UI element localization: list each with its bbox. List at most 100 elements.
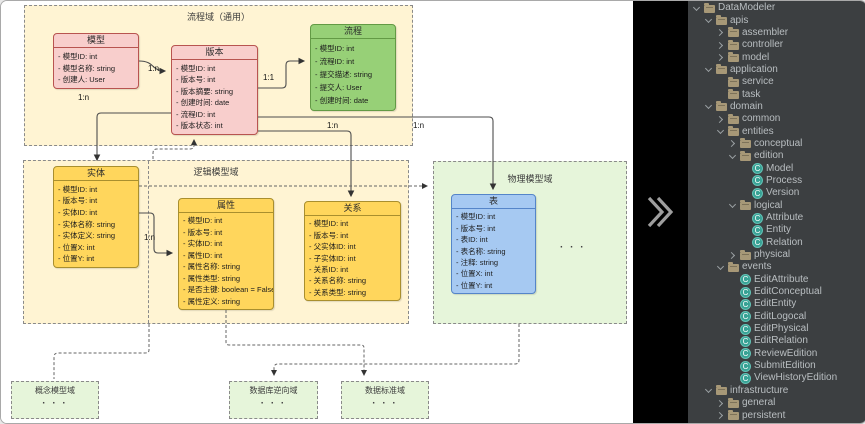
chevron-right-icon[interactable] bbox=[716, 115, 725, 124]
entity-attrs: - 模型ID: int- 版本号: int- 实体ID: int- 实体名称: … bbox=[54, 181, 138, 267]
entity-box-relation[interactable]: 关系 - 模型ID: int- 版本号: int- 父实体ID: int- 子实… bbox=[304, 201, 401, 301]
entity-attr: - 属性类型: string bbox=[183, 273, 241, 283]
entity-box-model[interactable]: 模型 - 模型ID: int- 模型名称: string- 创建人: User bbox=[53, 33, 139, 89]
chevron-right-icon[interactable] bbox=[728, 251, 737, 260]
chevron-down-icon[interactable] bbox=[728, 152, 737, 161]
chevron-right-icon[interactable] bbox=[716, 411, 725, 420]
folder-icon bbox=[728, 89, 739, 100]
tree-item-label: controller bbox=[742, 39, 784, 51]
chevron-spacer bbox=[740, 214, 749, 223]
tree-row[interactable]: general bbox=[688, 397, 865, 409]
chevron-down-icon[interactable] bbox=[704, 65, 713, 74]
entity-title: 版本 bbox=[172, 46, 257, 60]
chevron-spacer bbox=[728, 325, 737, 334]
tree-row[interactable]: events bbox=[688, 261, 865, 273]
chevron-down-icon[interactable] bbox=[704, 386, 713, 395]
chevron-right-icon[interactable] bbox=[716, 41, 725, 50]
tree-row[interactable]: domain bbox=[688, 101, 865, 113]
chevron-down-icon[interactable] bbox=[716, 127, 725, 136]
tree-item-label: service bbox=[742, 76, 774, 88]
chevron-spacer bbox=[728, 312, 737, 321]
entity-box-version[interactable]: 版本 - 模型ID: int- 版本号: int- 版本摘要: string- … bbox=[171, 45, 258, 135]
tree-row[interactable]: entities bbox=[688, 125, 865, 137]
edge-label: 1:n bbox=[144, 233, 156, 242]
container-conceptual-domain[interactable]: 概念模型域 · · · bbox=[11, 381, 99, 419]
tree-item-label: general bbox=[742, 397, 776, 409]
folder-icon bbox=[716, 15, 727, 26]
chevron-spacer bbox=[740, 226, 749, 235]
tree-row[interactable]: physical bbox=[688, 249, 865, 261]
entity-box-attribute[interactable]: 属性 - 模型ID: int- 版本号: int- 实体ID: int- 属性I… bbox=[178, 198, 274, 310]
entity-attr: - 实体名称: string bbox=[58, 219, 116, 229]
tree-row[interactable]: conceptual bbox=[688, 138, 865, 150]
chevron-right-icon[interactable] bbox=[716, 28, 725, 37]
chevron-spacer bbox=[740, 189, 749, 198]
tree-row[interactable]: assembler bbox=[688, 27, 865, 39]
tree-row[interactable]: apis bbox=[688, 14, 865, 26]
tree-row[interactable]: DataModeler bbox=[688, 2, 865, 14]
chevron-down-icon[interactable] bbox=[728, 201, 737, 210]
tree-row[interactable]: model bbox=[688, 51, 865, 63]
tree-row[interactable]: logical bbox=[688, 200, 865, 212]
chevron-down-icon[interactable] bbox=[704, 102, 713, 111]
class-icon: C bbox=[752, 237, 763, 249]
edge-label: 1:n bbox=[148, 64, 160, 73]
entity-title: 关系 bbox=[305, 202, 400, 216]
chevron-right-icon[interactable] bbox=[716, 399, 725, 408]
chevron-right-icon[interactable] bbox=[716, 53, 725, 62]
tree-row[interactable]: controller bbox=[688, 39, 865, 51]
entity-box-table[interactable]: 表 - 模型ID: int- 版本号: int- 表ID: int- 表名称: … bbox=[451, 194, 536, 294]
tree-item-label: common bbox=[742, 113, 781, 125]
model-diagram-canvas[interactable]: 流程域（通用） 逻辑模型域 物理模型域 · · · 概念模型域 · · · 数据… bbox=[1, 1, 634, 423]
entity-attr: - 模型ID: int bbox=[309, 219, 349, 229]
chevron-down-icon[interactable] bbox=[716, 263, 725, 272]
chevron-right-icon[interactable] bbox=[728, 139, 737, 148]
entity-attr: - 表名称: string bbox=[456, 246, 506, 256]
conceptual-ellipsis: · · · bbox=[42, 398, 68, 409]
entity-attr: - 位置Y: int bbox=[58, 254, 95, 264]
container-title: 数据标准域 bbox=[365, 386, 405, 395]
tree-item-label: conceptual bbox=[754, 137, 803, 149]
chevron-spacer bbox=[728, 374, 737, 383]
tree-row[interactable]: persistent bbox=[688, 409, 865, 421]
container-db-reverse-domain[interactable]: 数据库逆向域 · · · bbox=[229, 381, 318, 419]
entity-box-entity[interactable]: 实体 - 模型ID: int- 版本号: int- 实体ID: int- 实体名… bbox=[53, 166, 139, 268]
chevron-spacer bbox=[728, 275, 737, 284]
entity-attr: - 位置X: int bbox=[58, 242, 95, 252]
entity-attrs: - 模型ID: int- 版本号: int- 版本摘要: string- 创建时… bbox=[172, 60, 257, 134]
chevron-down-icon[interactable] bbox=[704, 16, 713, 25]
tree-row[interactable]: service bbox=[688, 76, 865, 88]
chevron-down-icon[interactable] bbox=[692, 4, 701, 13]
tree-row[interactable]: edition bbox=[688, 150, 865, 162]
entity-attr: - 版本号: int bbox=[456, 223, 496, 233]
tree-row[interactable]: task bbox=[688, 88, 865, 100]
entity-box-process[interactable]: 流程 - 模型ID: int- 流程ID: int- 提交描述: string-… bbox=[310, 24, 396, 111]
container-data-standard-domain[interactable]: 数据标准域 · · · bbox=[341, 381, 429, 419]
physical-ellipsis: · · · bbox=[560, 242, 586, 253]
chevron-spacer bbox=[728, 362, 737, 371]
tree-row[interactable]: infrastructure bbox=[688, 385, 865, 397]
tree-row[interactable]: common bbox=[688, 113, 865, 125]
class-icon: C bbox=[740, 372, 751, 384]
tree-row[interactable]: application bbox=[688, 64, 865, 76]
tree-item-label: Model bbox=[766, 162, 794, 174]
db-reverse-ellipsis: · · · bbox=[260, 398, 287, 409]
entity-attr: - 模型ID: int bbox=[456, 212, 496, 222]
tree-item-label: Attribute bbox=[766, 212, 804, 224]
